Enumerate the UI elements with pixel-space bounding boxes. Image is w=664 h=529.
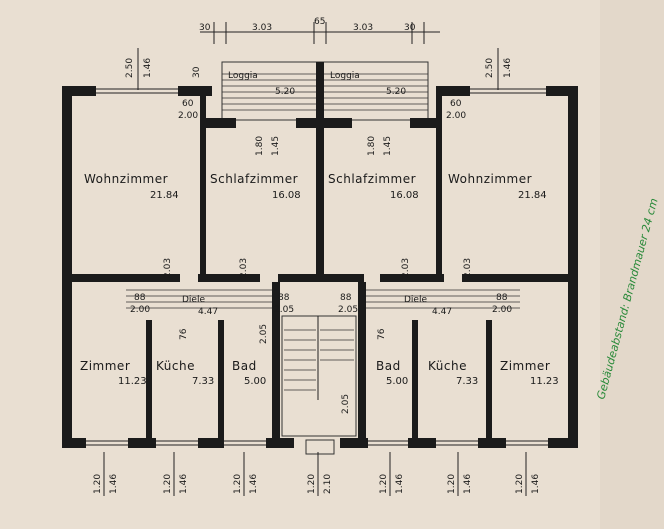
dim-205-r1: 2.05: [338, 305, 358, 315]
dim-b4-a: 1.20: [307, 474, 317, 494]
dim-top-e: 30: [404, 23, 416, 33]
bottom-dimensions: 1.20 1.46 1.20 1.46 1.20 1.46 1.20 2.10 …: [93, 452, 541, 496]
inner-dimensions: 88 2.00 88 2.05 88 2.05 88 2.00 2.03 2.0…: [130, 258, 512, 414]
dim-v-203-3: 2.03: [401, 258, 411, 278]
dim-small-60-right: 60: [450, 99, 462, 109]
dim-b7-a: 1.20: [515, 474, 525, 494]
dim-88-l1: 88: [134, 293, 146, 303]
dim-v-203-1: 2.03: [163, 258, 173, 278]
room-wohnzimmer-right: Wohnzimmer: [448, 172, 532, 186]
area-bad-left: 5.00: [244, 376, 266, 387]
dim-b2-b: 1.46: [179, 474, 189, 494]
room-diele-left: Diele: [182, 295, 205, 305]
dim-left-250: 2.50: [125, 58, 135, 78]
area-diele-left: 4.47: [198, 307, 218, 317]
dim-left-30: 30: [192, 66, 202, 78]
area-schlafzimmer-left: 16.08: [272, 190, 301, 201]
room-bad-right: Bad: [376, 359, 401, 373]
area-wohnzimmer-left: 21.84: [150, 190, 179, 201]
dim-200-r2: 2.00: [492, 305, 512, 315]
dim-88-r2: 88: [496, 293, 508, 303]
center-vertical-dims: 1.80 1.45 1.80 1.45: [255, 136, 393, 156]
dim-center-180-right: 1.80: [367, 136, 377, 156]
dim-center-145-left: 1.45: [271, 136, 281, 156]
dim-b5-b: 1.46: [395, 474, 405, 494]
dim-small-60-left: 60: [182, 99, 194, 109]
area-zimmer-left: 11.23: [118, 376, 147, 387]
dim-v-205-1: 2.05: [259, 324, 269, 344]
dim-center-180-left: 1.80: [255, 136, 265, 156]
dim-b2-a: 1.20: [163, 474, 173, 494]
area-diele-right: 4.47: [432, 307, 452, 317]
dim-right-250: 2.50: [485, 58, 495, 78]
room-labels: Wohnzimmer 21.84 Schlafzimmer 16.08 Schl…: [80, 172, 559, 387]
dim-top-d: 3.03: [353, 23, 373, 33]
area-bad-right: 5.00: [386, 376, 408, 387]
dim-88-l2: 88: [278, 293, 290, 303]
area-kuche-right: 7.33: [456, 376, 478, 387]
room-zimmer-right: Zimmer: [500, 359, 550, 373]
dim-b4-c: 2.10: [323, 474, 333, 494]
dim-v-203-4: 2.03: [463, 258, 473, 278]
room-zimmer-left: Zimmer: [80, 359, 130, 373]
area-schlafzimmer-right: 16.08: [390, 190, 419, 201]
top-dimension-line: 30 3.03 65 3.03 30: [199, 17, 440, 44]
dim-b1-b: 1.46: [109, 474, 119, 494]
dim-b7-b: 1.46: [531, 474, 541, 494]
dim-small-200-left: 2.00: [178, 111, 198, 121]
dim-small-200-right: 2.00: [446, 111, 466, 121]
loggia-area: Loggia Loggia 5.20 5.20: [221, 61, 429, 122]
dim-right-146: 1.46: [503, 58, 513, 78]
small-door-dims: 60 2.00 60 2.00: [178, 99, 466, 121]
walls: [62, 86, 578, 448]
dim-center-145-right: 1.45: [383, 136, 393, 156]
dim-b6-a: 1.20: [447, 474, 457, 494]
area-zimmer-right: 11.23: [530, 376, 559, 387]
room-kuche-left: Küche: [156, 359, 195, 373]
room-bad-left: Bad: [232, 359, 257, 373]
dim-v-76-1: 76: [179, 328, 189, 340]
room-schlafzimmer-left: Schlafzimmer: [210, 172, 298, 186]
dim-top-b: 3.03: [252, 23, 272, 33]
dim-v-205-2: 2.05: [341, 394, 351, 414]
dim-200-l1: 2.00: [130, 305, 150, 315]
dim-top-a: 30: [199, 23, 211, 33]
dim-b3-b: 1.46: [249, 474, 259, 494]
dim-v-203-2: 2.03: [239, 258, 249, 278]
top-right-dimensions: 2.50 1.46: [485, 48, 513, 90]
loggia-left-label: Loggia: [228, 71, 258, 81]
dim-b1-a: 1.20: [93, 474, 103, 494]
area-kuche-left: 7.33: [192, 376, 214, 387]
diele-hatching: [126, 289, 520, 309]
loggia-left-area: 5.20: [275, 87, 295, 97]
dim-205-l2: 2.05: [274, 305, 294, 315]
dim-b6-b: 1.46: [463, 474, 473, 494]
room-schlafzimmer-right: Schlafzimmer: [328, 172, 416, 186]
dim-v-76-2: 76: [377, 328, 387, 340]
staircase: [281, 315, 357, 455]
top-left-dimensions: 2.50 1.46 30: [125, 48, 202, 90]
dim-88-r1: 88: [340, 293, 352, 303]
dim-top-c: 65: [314, 17, 325, 27]
dim-left-146: 1.46: [143, 58, 153, 78]
loggia-right-area: 5.20: [386, 87, 406, 97]
dim-b5-a: 1.20: [379, 474, 389, 494]
room-wohnzimmer-left: Wohnzimmer: [84, 172, 168, 186]
dim-b3-a: 1.20: [233, 474, 243, 494]
room-kuche-right: Küche: [428, 359, 467, 373]
area-wohnzimmer-right: 21.84: [518, 190, 547, 201]
room-diele-right: Diele: [404, 295, 427, 305]
loggia-right-label: Loggia: [330, 71, 360, 81]
